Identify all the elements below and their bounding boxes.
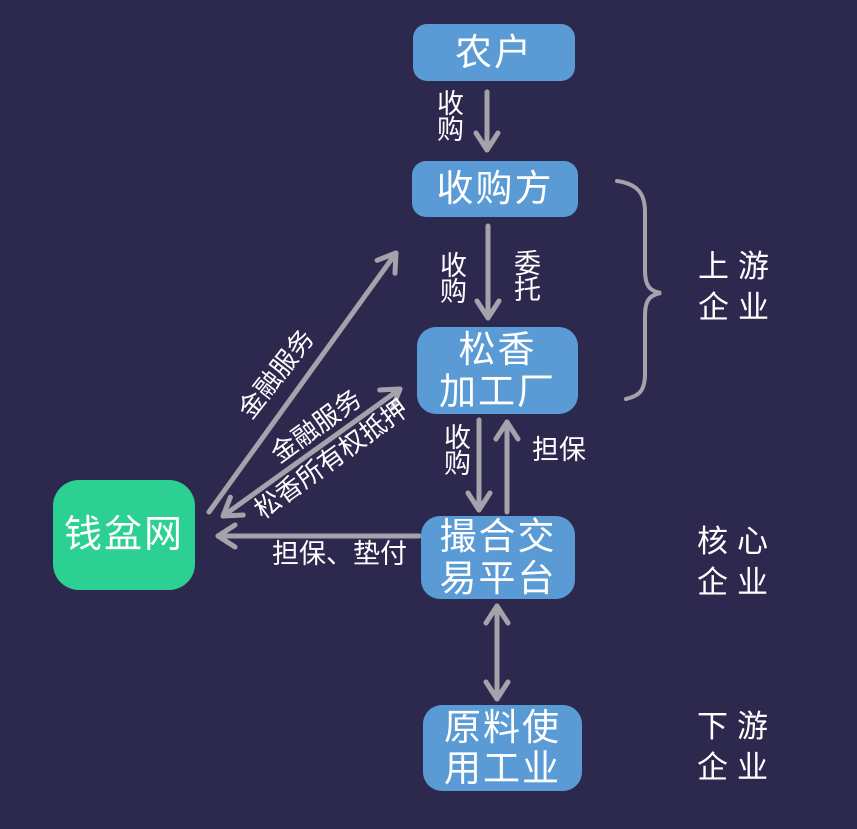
side-label-core-enterprises: 核心 企业 — [697, 524, 777, 600]
edge-label-entrust: 委 托 — [514, 249, 541, 305]
edge-label-purchase-3: 收 购 — [444, 423, 471, 479]
side-label-downstream-enterprises: 下游 企业 — [697, 709, 777, 785]
node-qianpenwang: 钱盆网 — [53, 480, 195, 590]
edge-label-purchase-2: 收 购 — [440, 251, 467, 307]
node-raw-material-industry: 原料使 用工业 — [423, 705, 582, 791]
node-farmer: 农户 — [413, 24, 575, 81]
node-rosin-factory: 松香 加工厂 — [417, 327, 578, 414]
arrow-qianpenwang-rosin-factory-both — [220, 386, 403, 519]
node-trading-platform: 撮合交 易平台 — [421, 516, 575, 599]
upstream-brace — [615, 179, 662, 401]
edge-label-purchase-1: 收 购 — [437, 89, 464, 145]
node-purchaser: 收购方 — [412, 161, 578, 217]
edge-label-guarantee: 担保 — [532, 435, 586, 465]
edge-label-guarantee-advance: 担保、垫付 — [272, 539, 407, 569]
side-label-upstream-enterprises: 上游 企业 — [698, 249, 778, 325]
